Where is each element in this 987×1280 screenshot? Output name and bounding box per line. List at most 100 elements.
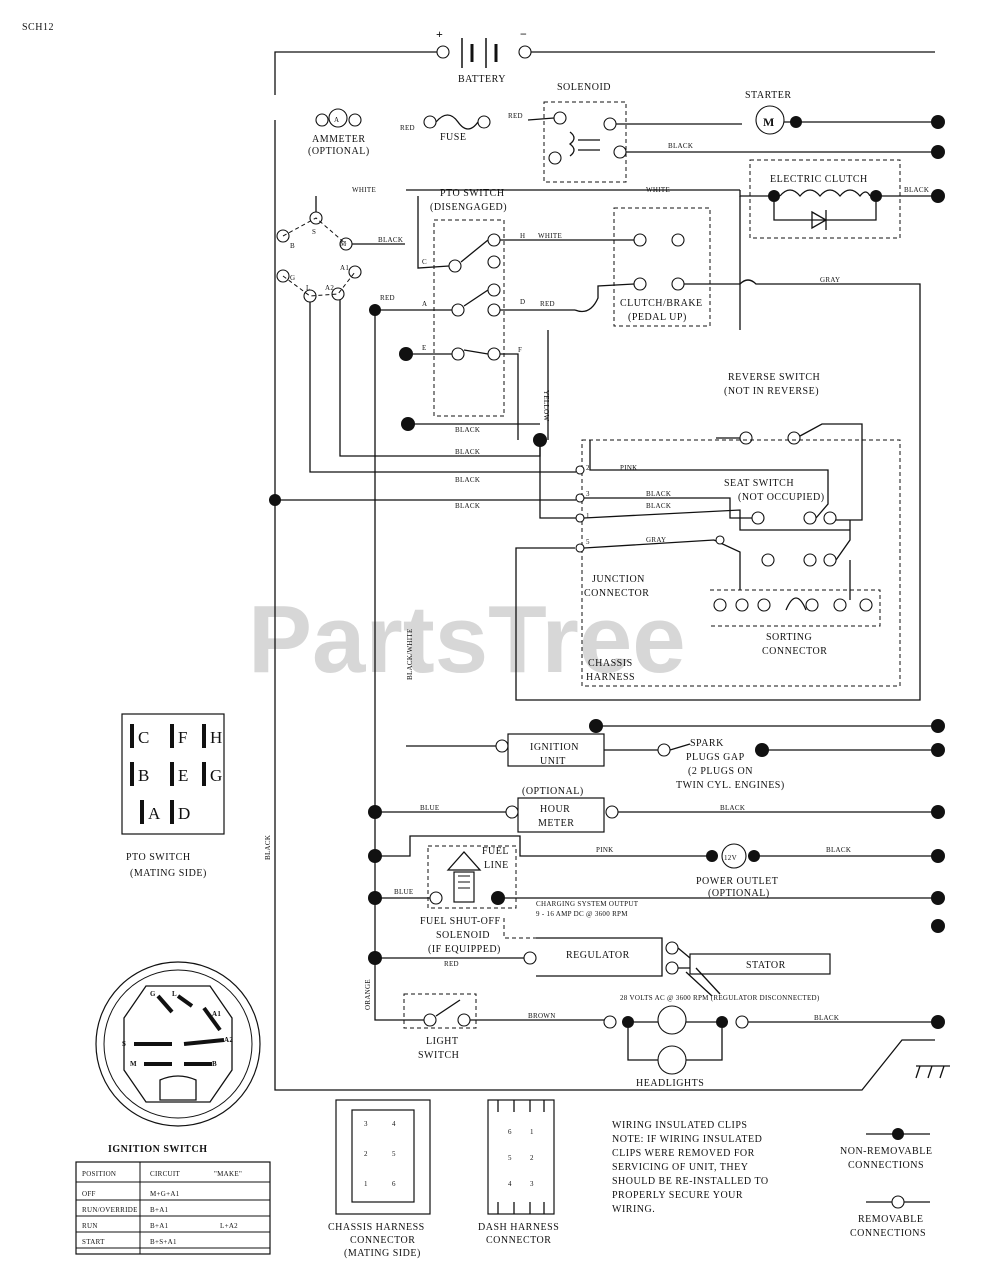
terminal-b: B bbox=[290, 242, 295, 250]
clutch-brake-switch: CLUTCH/BRAKE (PEDAL UP) bbox=[574, 207, 740, 327]
junction-pin-2: 2 bbox=[586, 464, 590, 472]
terminal-e: E bbox=[422, 344, 427, 352]
pto-switch-label: PTO SWITCH bbox=[440, 188, 505, 199]
battery-label: BATTERY bbox=[458, 74, 506, 85]
note-line: SHOULD BE RE-INSTALLED TO bbox=[612, 1176, 769, 1187]
wire-color-pink: PINK bbox=[620, 464, 638, 472]
terminal-s: S bbox=[312, 228, 316, 236]
dash-pin-3: 3 bbox=[530, 1180, 534, 1188]
terminal-d: D bbox=[520, 298, 525, 306]
ignition-pin-b: B bbox=[212, 1060, 217, 1068]
wire-color-red: RED bbox=[380, 294, 395, 302]
table-cell: RUN bbox=[82, 1222, 98, 1230]
wire-color-black: BLACK bbox=[455, 448, 480, 456]
ammeter-symbol: A bbox=[334, 116, 339, 124]
wire-color-red: RED bbox=[540, 300, 555, 308]
table-header-make: "MAKE" bbox=[214, 1170, 242, 1178]
table-cell: START bbox=[82, 1238, 105, 1246]
light-switch-label-2: SWITCH bbox=[418, 1050, 459, 1061]
pto-switch-state: (DISENGAGED) bbox=[430, 202, 507, 213]
battery-minus-sign: − bbox=[520, 27, 527, 41]
spark-plugs-label: SPARK bbox=[690, 738, 724, 749]
pto-pin-bar bbox=[170, 762, 174, 786]
wire-color-white: WHITE bbox=[646, 186, 670, 194]
power-outlet-label: POWER OUTLET bbox=[696, 876, 778, 887]
wire-color-red: RED bbox=[508, 112, 523, 120]
chassis-connector-side: (MATING SIDE) bbox=[344, 1248, 421, 1259]
terminal-m: M bbox=[340, 240, 347, 248]
legend-non-removable-2: CONNECTIONS bbox=[848, 1160, 924, 1171]
chassis-pin-4: 4 bbox=[392, 1120, 396, 1128]
hour-meter-optional: (OPTIONAL) bbox=[522, 786, 584, 797]
wire-color-blue: BLUE bbox=[420, 804, 439, 812]
chassis-pin-2: 2 bbox=[364, 1150, 368, 1158]
pto-pin-bar bbox=[170, 724, 174, 748]
ignition-pin-m: M bbox=[130, 1060, 137, 1068]
ignition-unit-label: IGNITION bbox=[530, 742, 579, 753]
stator-label: STATOR bbox=[746, 960, 786, 971]
fuel-shutoff-label-3: (IF EQUIPPED) bbox=[428, 944, 501, 955]
table-cell: B+S+A1 bbox=[150, 1238, 177, 1246]
wire-color-black-white: BLACK/WHITE bbox=[406, 628, 414, 680]
pto-mating-label: PTO SWITCH bbox=[126, 852, 191, 863]
ignition-unit-label-2: UNIT bbox=[540, 756, 566, 767]
pto-pin-h: H bbox=[210, 728, 222, 747]
fuel-shutoff-label: FUEL SHUT-OFF bbox=[420, 916, 501, 927]
wire-color-black: BLACK bbox=[378, 236, 403, 244]
pto-mating-side: (MATING SIDE) bbox=[130, 868, 207, 879]
table-cell: B+A1 bbox=[150, 1206, 169, 1214]
battery: + − BATTERY bbox=[274, 27, 935, 95]
wire-color-brown: BROWN bbox=[528, 1012, 556, 1020]
pto-pin-bar bbox=[130, 762, 134, 786]
terminal-l: L bbox=[306, 284, 311, 292]
wire-color-white: WHITE bbox=[538, 232, 562, 240]
regulator: RED REGULATOR STATOR 28 VOLTS AC @ 3600 … bbox=[381, 918, 831, 1002]
pto-pin-bar bbox=[202, 762, 206, 786]
table-cell: RUN/OVERRIDE bbox=[82, 1206, 138, 1214]
seat-switch-label: SEAT SWITCH bbox=[724, 478, 794, 489]
solenoid: SOLENOID RED BLACK bbox=[508, 82, 935, 183]
pto-pin-a: A bbox=[148, 804, 161, 823]
wire-color-black: BLACK bbox=[455, 502, 480, 510]
wire-color-black: BLACK bbox=[264, 835, 272, 860]
sorting-connector: SORTING CONNECTOR bbox=[710, 560, 881, 657]
clutch-brake-label: CLUTCH/BRAKE bbox=[620, 298, 703, 309]
dash-pin-5: 5 bbox=[508, 1154, 512, 1162]
wire-color-black: BLACK bbox=[826, 846, 851, 854]
pto-pin-bar bbox=[202, 724, 206, 748]
chassis-connector-label-2: CONNECTOR bbox=[350, 1235, 415, 1246]
ignition-unit: IGNITION UNIT SPARK PLUGS GAP (2 PLUGS O… bbox=[495, 719, 945, 791]
pto-pin-e: E bbox=[178, 766, 188, 785]
pto-pin-b: B bbox=[138, 766, 149, 785]
dash-pin-4: 4 bbox=[508, 1180, 512, 1188]
wire-color-pink: PINK bbox=[596, 846, 614, 854]
note-line: SERVICING OF UNIT, THEY bbox=[612, 1162, 748, 1173]
junction-connector-label-2: CONNECTOR bbox=[584, 588, 649, 599]
power-outlet-symbol: 12V bbox=[724, 854, 737, 862]
ignition-pin-l: L bbox=[172, 990, 177, 998]
wire-color-black: BLACK bbox=[668, 142, 693, 150]
pto-pin-f: F bbox=[178, 728, 187, 747]
sorting-connector-label-2: CONNECTOR bbox=[762, 646, 827, 657]
terminal-a2: A2 bbox=[325, 284, 334, 292]
chassis-harness-label: CHASSIS bbox=[588, 658, 633, 669]
junction-pin-3: 3 bbox=[586, 490, 590, 498]
fuse-label: FUSE bbox=[440, 132, 466, 143]
spark-plugs-note-1: (2 PLUGS ON bbox=[688, 766, 753, 777]
chassis-pin-3: 3 bbox=[364, 1120, 368, 1128]
wire-color-black: BLACK bbox=[720, 804, 745, 812]
table-header-position: POSITION bbox=[82, 1170, 116, 1178]
wire-color-gray: GRAY bbox=[820, 276, 840, 284]
pto-pin-bar bbox=[170, 800, 174, 824]
table-cell: M+G+A1 bbox=[150, 1190, 180, 1198]
hour-meter-label-2: METER bbox=[538, 818, 574, 829]
pto-pin-d: D bbox=[178, 804, 190, 823]
junction-pin-1: 1 bbox=[586, 512, 590, 520]
legend: NON-REMOVABLE CONNECTIONS REMOVABLE CONN… bbox=[840, 1128, 932, 1239]
ammeter-optional-label: (OPTIONAL) bbox=[308, 146, 370, 157]
starter-symbol: M bbox=[763, 115, 774, 129]
wire-color-white: WHITE bbox=[352, 186, 376, 194]
